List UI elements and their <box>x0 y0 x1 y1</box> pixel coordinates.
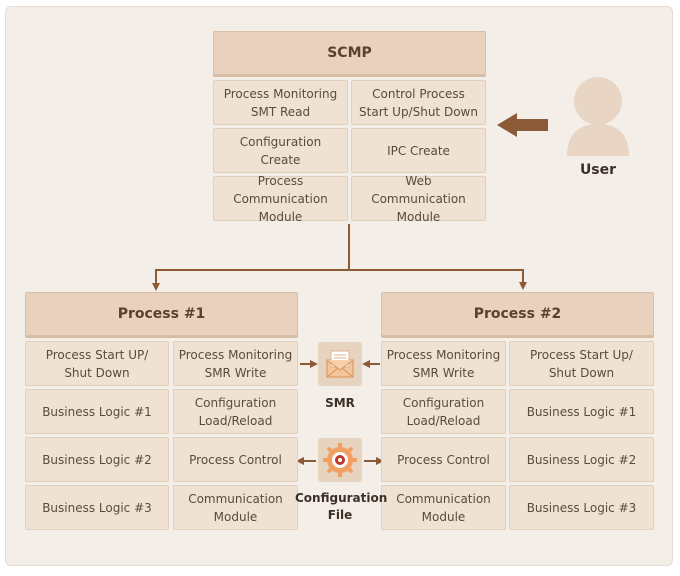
user-arrow <box>497 113 548 137</box>
scmp-header: SCMP <box>213 31 486 75</box>
tree-connector <box>155 224 523 286</box>
envelope-icon <box>326 350 354 378</box>
process2-cell: Configuration Load/Reload <box>381 389 506 434</box>
scmp-cell: Process Monitoring SMT Read <box>213 80 348 125</box>
process1-header: Process #1 <box>25 292 298 336</box>
scmp-cell: IPC Create <box>351 128 486 173</box>
smr-icon-box <box>318 342 362 386</box>
process1-cell: Communication Module <box>173 485 298 530</box>
process2-cell: Business Logic #2 <box>509 437 654 482</box>
user-icon <box>567 77 629 156</box>
scmp-cell: Web Communication Module <box>351 174 486 224</box>
scmp-cell: Configuration Create <box>213 128 348 173</box>
process2-header: Process #2 <box>381 292 654 336</box>
process1-cell: Configuration Load/Reload <box>173 389 298 434</box>
config-file-label: Configuration File <box>295 491 388 522</box>
process1-cell: Business Logic #2 <box>25 437 169 482</box>
process2-cell: Process Start Up/ Shut Down <box>509 341 654 386</box>
scmp-cell: Process Communication Module <box>213 174 348 224</box>
user-label: User <box>579 162 617 178</box>
process1-cell: Process Start UP/ Shut Down <box>25 341 169 386</box>
config-icon-box <box>318 438 362 482</box>
smr-label: SMR <box>325 396 355 410</box>
process2-cell: Communication Module <box>381 485 506 530</box>
process1-cell: Process Control <box>173 437 298 482</box>
process2-cell: Process Control <box>381 437 506 482</box>
process1-cell: Business Logic #3 <box>25 485 169 530</box>
process1-cell: Business Logic #1 <box>25 389 169 434</box>
gear-icon <box>323 443 357 477</box>
process2-cell: Business Logic #1 <box>509 389 654 434</box>
process2-cell: Process Monitoring SMR Write <box>381 341 506 386</box>
scmp-cell: Control Process Start Up/Shut Down <box>351 80 486 125</box>
process2-cell: Business Logic #3 <box>509 485 654 530</box>
process1-cell: Process Monitoring SMR Write <box>173 341 298 386</box>
